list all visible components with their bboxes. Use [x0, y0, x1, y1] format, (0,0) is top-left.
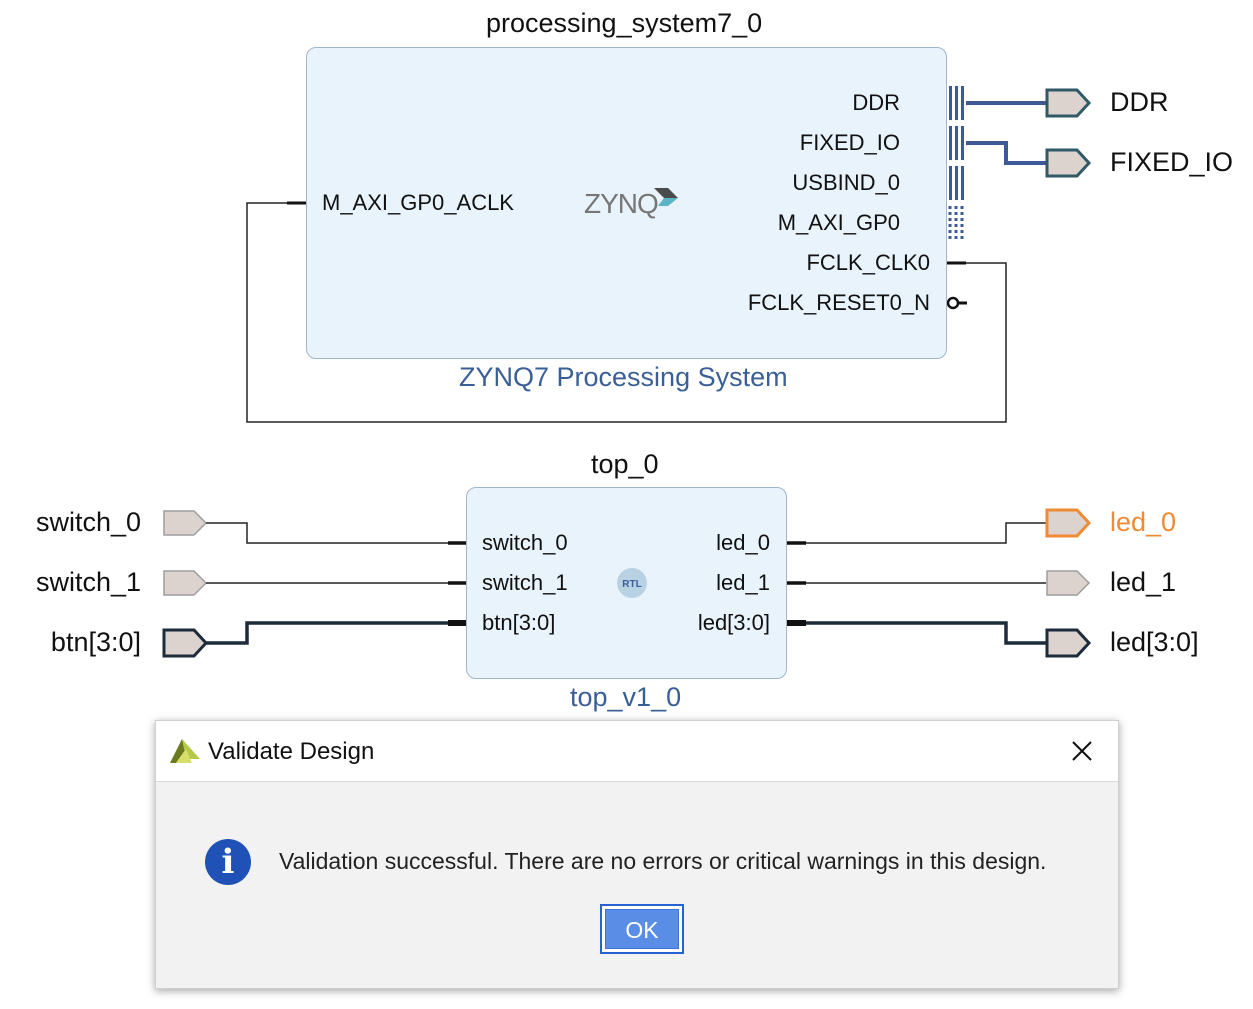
usbind-interface-bars — [949, 166, 964, 200]
vivado-logo-icon — [170, 739, 200, 763]
fixed-io-interface-bars — [949, 126, 964, 160]
clock-wire[interactable] — [246, 202, 1007, 423]
btn-port-icon[interactable] — [162, 628, 209, 658]
close-button[interactable] — [1062, 731, 1102, 771]
close-icon — [1072, 741, 1092, 761]
top-pin-switch-1: switch_1 — [482, 570, 568, 595]
rtl-badge-text: RTL — [622, 579, 642, 590]
top-pin-btn: btn[3:0] — [482, 610, 556, 635]
ps7-instance-name: processing_system7_0 — [486, 8, 763, 38]
dialog-message: Validation successful. There are no erro… — [279, 848, 1047, 874]
ps7-pin-fclk-clk0: FCLK_CLK0 — [806, 250, 930, 275]
ddr-interface-bars — [949, 86, 964, 120]
switch-1-port-icon[interactable] — [163, 570, 208, 596]
fixed-io-bus-wire[interactable] — [966, 141, 1046, 165]
fixed-io-port-icon[interactable] — [1045, 148, 1092, 178]
reset-pin-bubble — [946, 296, 960, 310]
dialog-title: Validate Design — [208, 738, 375, 765]
rtl-badge-icon: RTL — [617, 568, 647, 598]
ddr-port-icon[interactable] — [1045, 88, 1092, 118]
info-icon: i — [205, 839, 251, 885]
ps7-pin-ddr: DDR — [852, 90, 900, 115]
top-pin-led-bus: led[3:0] — [697, 610, 770, 635]
port-label-fixed-io: FIXED_IO — [1110, 147, 1234, 177]
top-pin-led-1: led_1 — [716, 570, 770, 595]
port-label-led-bus: led[3:0] — [1110, 627, 1199, 657]
ps7-ip-name: ZYNQ7 Processing System — [459, 362, 788, 392]
ps7-block[interactable] — [306, 47, 947, 359]
led-bus-wire[interactable] — [806, 621, 1046, 645]
switch-0-port-icon[interactable] — [163, 510, 208, 536]
zynq-logo: ZYNQ — [584, 188, 678, 220]
top-pin-switch-0: switch_0 — [482, 530, 568, 555]
ps7-pin-fclk-reset0: FCLK_RESET0_N — [747, 290, 930, 315]
led-bus-port-icon[interactable] — [1045, 628, 1092, 658]
switch-0-wire[interactable] — [206, 522, 448, 544]
port-label-led-1: led_1 — [1110, 567, 1177, 597]
led-1-port-icon[interactable] — [1046, 570, 1091, 596]
port-label-btn: btn[3:0] — [50, 627, 141, 657]
validate-design-dialog: Validate Design i Validation successful.… — [155, 720, 1119, 989]
port-label-ddr: DDR — [1110, 87, 1169, 117]
port-label-led-0: led_0 — [1110, 507, 1177, 537]
zynq-logo-text: ZYNQ — [584, 188, 659, 219]
dialog-titlebar[interactable]: Validate Design — [156, 721, 1118, 782]
ps7-pin-m-axi-gp0: M_AXI_GP0 — [777, 210, 900, 235]
ps7-pin-m-axi-aclk: M_AXI_GP0_ACLK — [322, 190, 514, 215]
zynq-logo-icon — [654, 188, 678, 206]
port-label-switch-0: switch_0 — [35, 507, 141, 537]
port-label-switch-1: switch_1 — [35, 567, 141, 597]
ps7-pin-usbind: USBIND_0 — [792, 170, 900, 195]
ok-button-label: OK — [605, 909, 679, 949]
top-pin-led-0: led_0 — [716, 530, 770, 555]
led-0-port-icon[interactable] — [1045, 508, 1092, 538]
ok-button[interactable]: OK — [600, 904, 684, 954]
m-axi-interface-bars — [948, 206, 964, 240]
top-instance-name: top_0 — [591, 449, 659, 479]
led-0-wire[interactable] — [806, 522, 1046, 544]
ps7-pin-fixed-io: FIXED_IO — [799, 130, 900, 155]
top-ip-name: top_v1_0 — [570, 682, 682, 712]
btn-bus-wire[interactable] — [206, 621, 448, 645]
